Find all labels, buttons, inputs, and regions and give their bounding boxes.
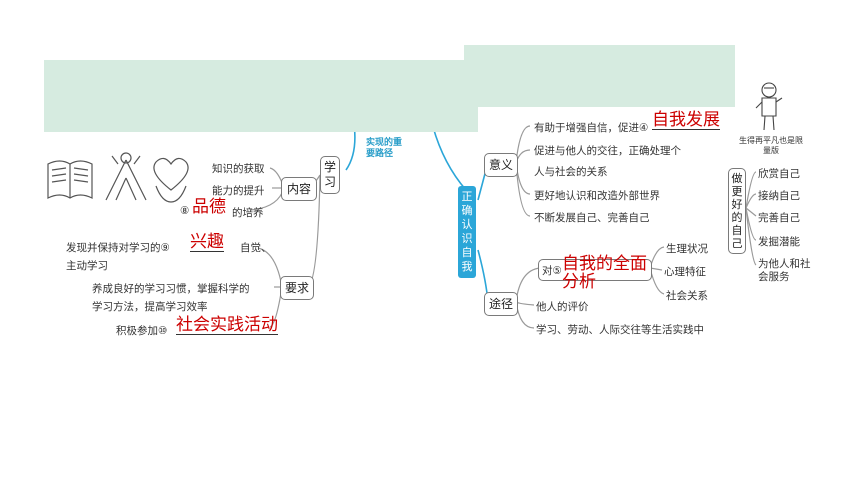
cartoon-figure-icon (755, 82, 783, 131)
meaning-node: 意义 (484, 153, 518, 177)
content-item-2: 能力的提升 (212, 185, 265, 197)
cover-block-left (44, 60, 478, 132)
requirement-line1-cont: 主动学习 (66, 260, 108, 272)
meaning-item-2b: 人与社会的关系 (534, 166, 608, 178)
approach-others: 他人的评价 (536, 301, 589, 313)
requirement-line1-prefix: 发现并保持对学习的⑨ (66, 242, 170, 254)
center-node: 正确认识自我 (458, 186, 476, 278)
cover-block-right (464, 45, 735, 107)
approach-node: 途径 (484, 292, 518, 316)
meaning-item-3: 更好地认识和改造外部世界 (534, 190, 660, 202)
better-self-item-3: 完善自己 (758, 212, 800, 224)
better-self-item-1: 欣赏自己 (758, 168, 800, 180)
learning-illustration (47, 152, 189, 203)
requirement-line2b: 学习方法，提高学习效率 (92, 301, 208, 313)
self-item-3: 社会关系 (666, 290, 708, 302)
content-node: 内容 (281, 177, 317, 201)
path-label: 实现的重要路径 (366, 138, 403, 159)
better-self-item-5: 为他人和社会服务 (758, 258, 811, 283)
self-analysis-answer: 自我的全面分析 (562, 254, 647, 292)
learning-node: 学习 (320, 156, 340, 194)
content-item-3-answer: 品德 (192, 197, 226, 217)
self-item-1: 生理状况 (666, 243, 708, 255)
self-analysis-prefix: 对⑤ (542, 265, 562, 277)
requirement-line3-prefix: 积极参加⑩ (116, 325, 168, 337)
content-item-3-num: ⑧ (180, 205, 190, 217)
better-self-item-2: 接纳自己 (758, 190, 800, 202)
requirement-line2a: 养成良好的学习习惯，掌握科学的 (92, 283, 250, 295)
better-self-item-4: 发掘潜能 (758, 236, 800, 248)
requirement-line3-answer: 社会实践活动 (176, 315, 278, 335)
meaning-item-1-answer: 自我发展 (652, 110, 720, 130)
approach-practice: 学习、劳动、人际交往等生活实践中 (536, 324, 704, 336)
cartoon-caption: 生得再平凡也是限量版 (739, 136, 803, 155)
requirement-line1-answer: 兴趣 (190, 232, 224, 252)
meaning-item-4: 不断发展自己、完善自己 (534, 212, 650, 224)
meaning-item-2a: 促进与他人的交往，正确处理个 (534, 145, 681, 157)
content-item-1: 知识的获取 (212, 163, 265, 175)
requirement-line1-suffix: 自觉、 (240, 242, 272, 254)
better-self-node: 做更好的自己 (728, 168, 746, 254)
self-analysis-box (538, 259, 652, 281)
meaning-item-1-prefix: 有助于增强自信，促进④ (534, 122, 649, 134)
self-item-2: 心理特征 (664, 266, 706, 278)
content-item-3-suffix: 的培养 (232, 207, 264, 219)
requirement-node: 要求 (280, 276, 314, 300)
